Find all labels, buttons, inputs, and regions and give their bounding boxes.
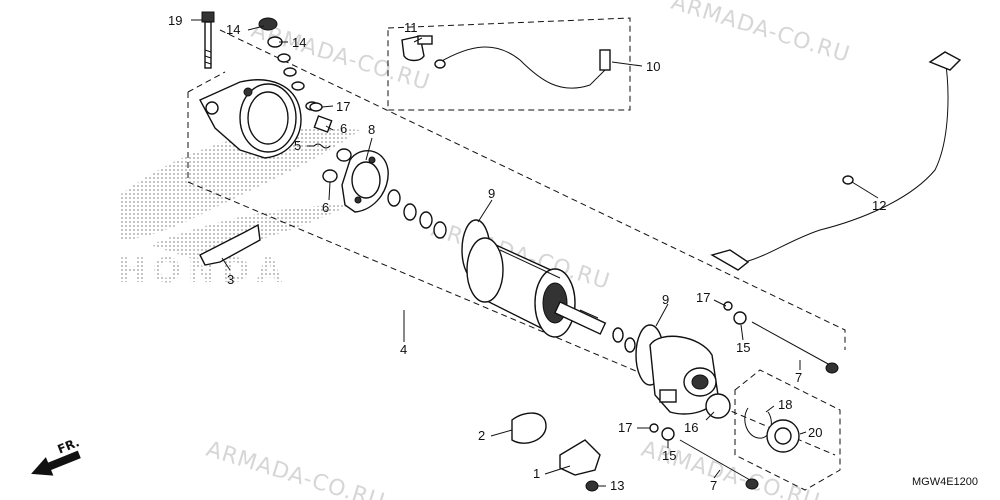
washer-15-bottom (661, 427, 675, 441)
callout-10: 10 (646, 59, 660, 74)
callout-20: 20 (808, 425, 822, 440)
cushion-2 (511, 412, 547, 444)
assembly-outline (187, 29, 846, 456)
callout-17-top: 17 (336, 99, 350, 114)
leader-lines (191, 19, 879, 487)
starter-cover-4 (199, 79, 302, 159)
brush-holder-8 (341, 150, 389, 213)
callout-2: 2 (478, 428, 485, 443)
watermark-bottom-left: ARMADA-CO.RU (203, 437, 388, 500)
callout-1: 1 (533, 466, 540, 481)
callout-13: 13 (610, 478, 624, 493)
starter-cable-10 (434, 46, 611, 89)
callout-18: 18 (778, 397, 792, 412)
honda-logo-text: HONDA (118, 251, 288, 291)
o-ring-17-right (723, 301, 733, 311)
callout-17-bottom: 17 (618, 420, 632, 435)
through-bolt-7-bottom (679, 439, 759, 490)
armature-shaft (553, 301, 607, 335)
washer-17-top (309, 102, 323, 112)
bolt-19 (201, 11, 215, 69)
callout-3: 3 (227, 272, 234, 287)
shaft-washer-2 (624, 337, 636, 353)
callout-16: 16 (684, 420, 698, 435)
front-direction-arrow: FR. (31, 435, 81, 476)
terminal-bracket-1 (559, 439, 601, 476)
callout-8: 8 (368, 122, 375, 137)
cable-box-outline (387, 17, 631, 111)
washer-stack (387, 189, 447, 239)
brush-6 (313, 115, 352, 183)
callout-6-a: 6 (340, 121, 347, 136)
spring-5 (313, 143, 331, 149)
bearing-20 (766, 419, 800, 453)
callout-11: 11 (404, 20, 418, 35)
callout-19: 19 (168, 13, 182, 28)
callout-5: 5 (294, 138, 301, 153)
circlip-18 (744, 407, 772, 439)
callout-14-a: 14 (226, 22, 240, 37)
callout-14-b: 14 (292, 35, 306, 50)
terminal-cap-11 (401, 35, 433, 62)
callout-7-bottom: 7 (710, 478, 717, 493)
callout-9-top: 9 (488, 186, 495, 201)
callout-7-top: 7 (795, 370, 802, 385)
bearing-box-outline (734, 369, 841, 491)
callout-9-lower: 9 (662, 292, 669, 307)
callout-12: 12 (872, 198, 886, 213)
motor-yoke (466, 237, 576, 338)
callout-4: 4 (400, 342, 407, 357)
washer-15-top (733, 311, 747, 325)
callout-15-top: 15 (736, 340, 750, 355)
diagram-code: MGW4E1200 (912, 476, 978, 488)
watermark-top-right: ARMADA-CO.RU (668, 0, 853, 68)
seal-16 (705, 393, 731, 419)
bolt-13 (585, 480, 599, 492)
shaft-washer-1 (612, 327, 624, 343)
bracket-3 (199, 223, 261, 266)
callout-17-right: 17 (696, 290, 710, 305)
callout-6-b: 6 (322, 200, 329, 215)
callout-15-bottom: 15 (662, 448, 676, 463)
through-bolt-7-top (751, 321, 839, 374)
o-ring-17-bottom (649, 423, 659, 433)
ground-cable-12 (710, 51, 962, 271)
front-cover (649, 335, 719, 415)
